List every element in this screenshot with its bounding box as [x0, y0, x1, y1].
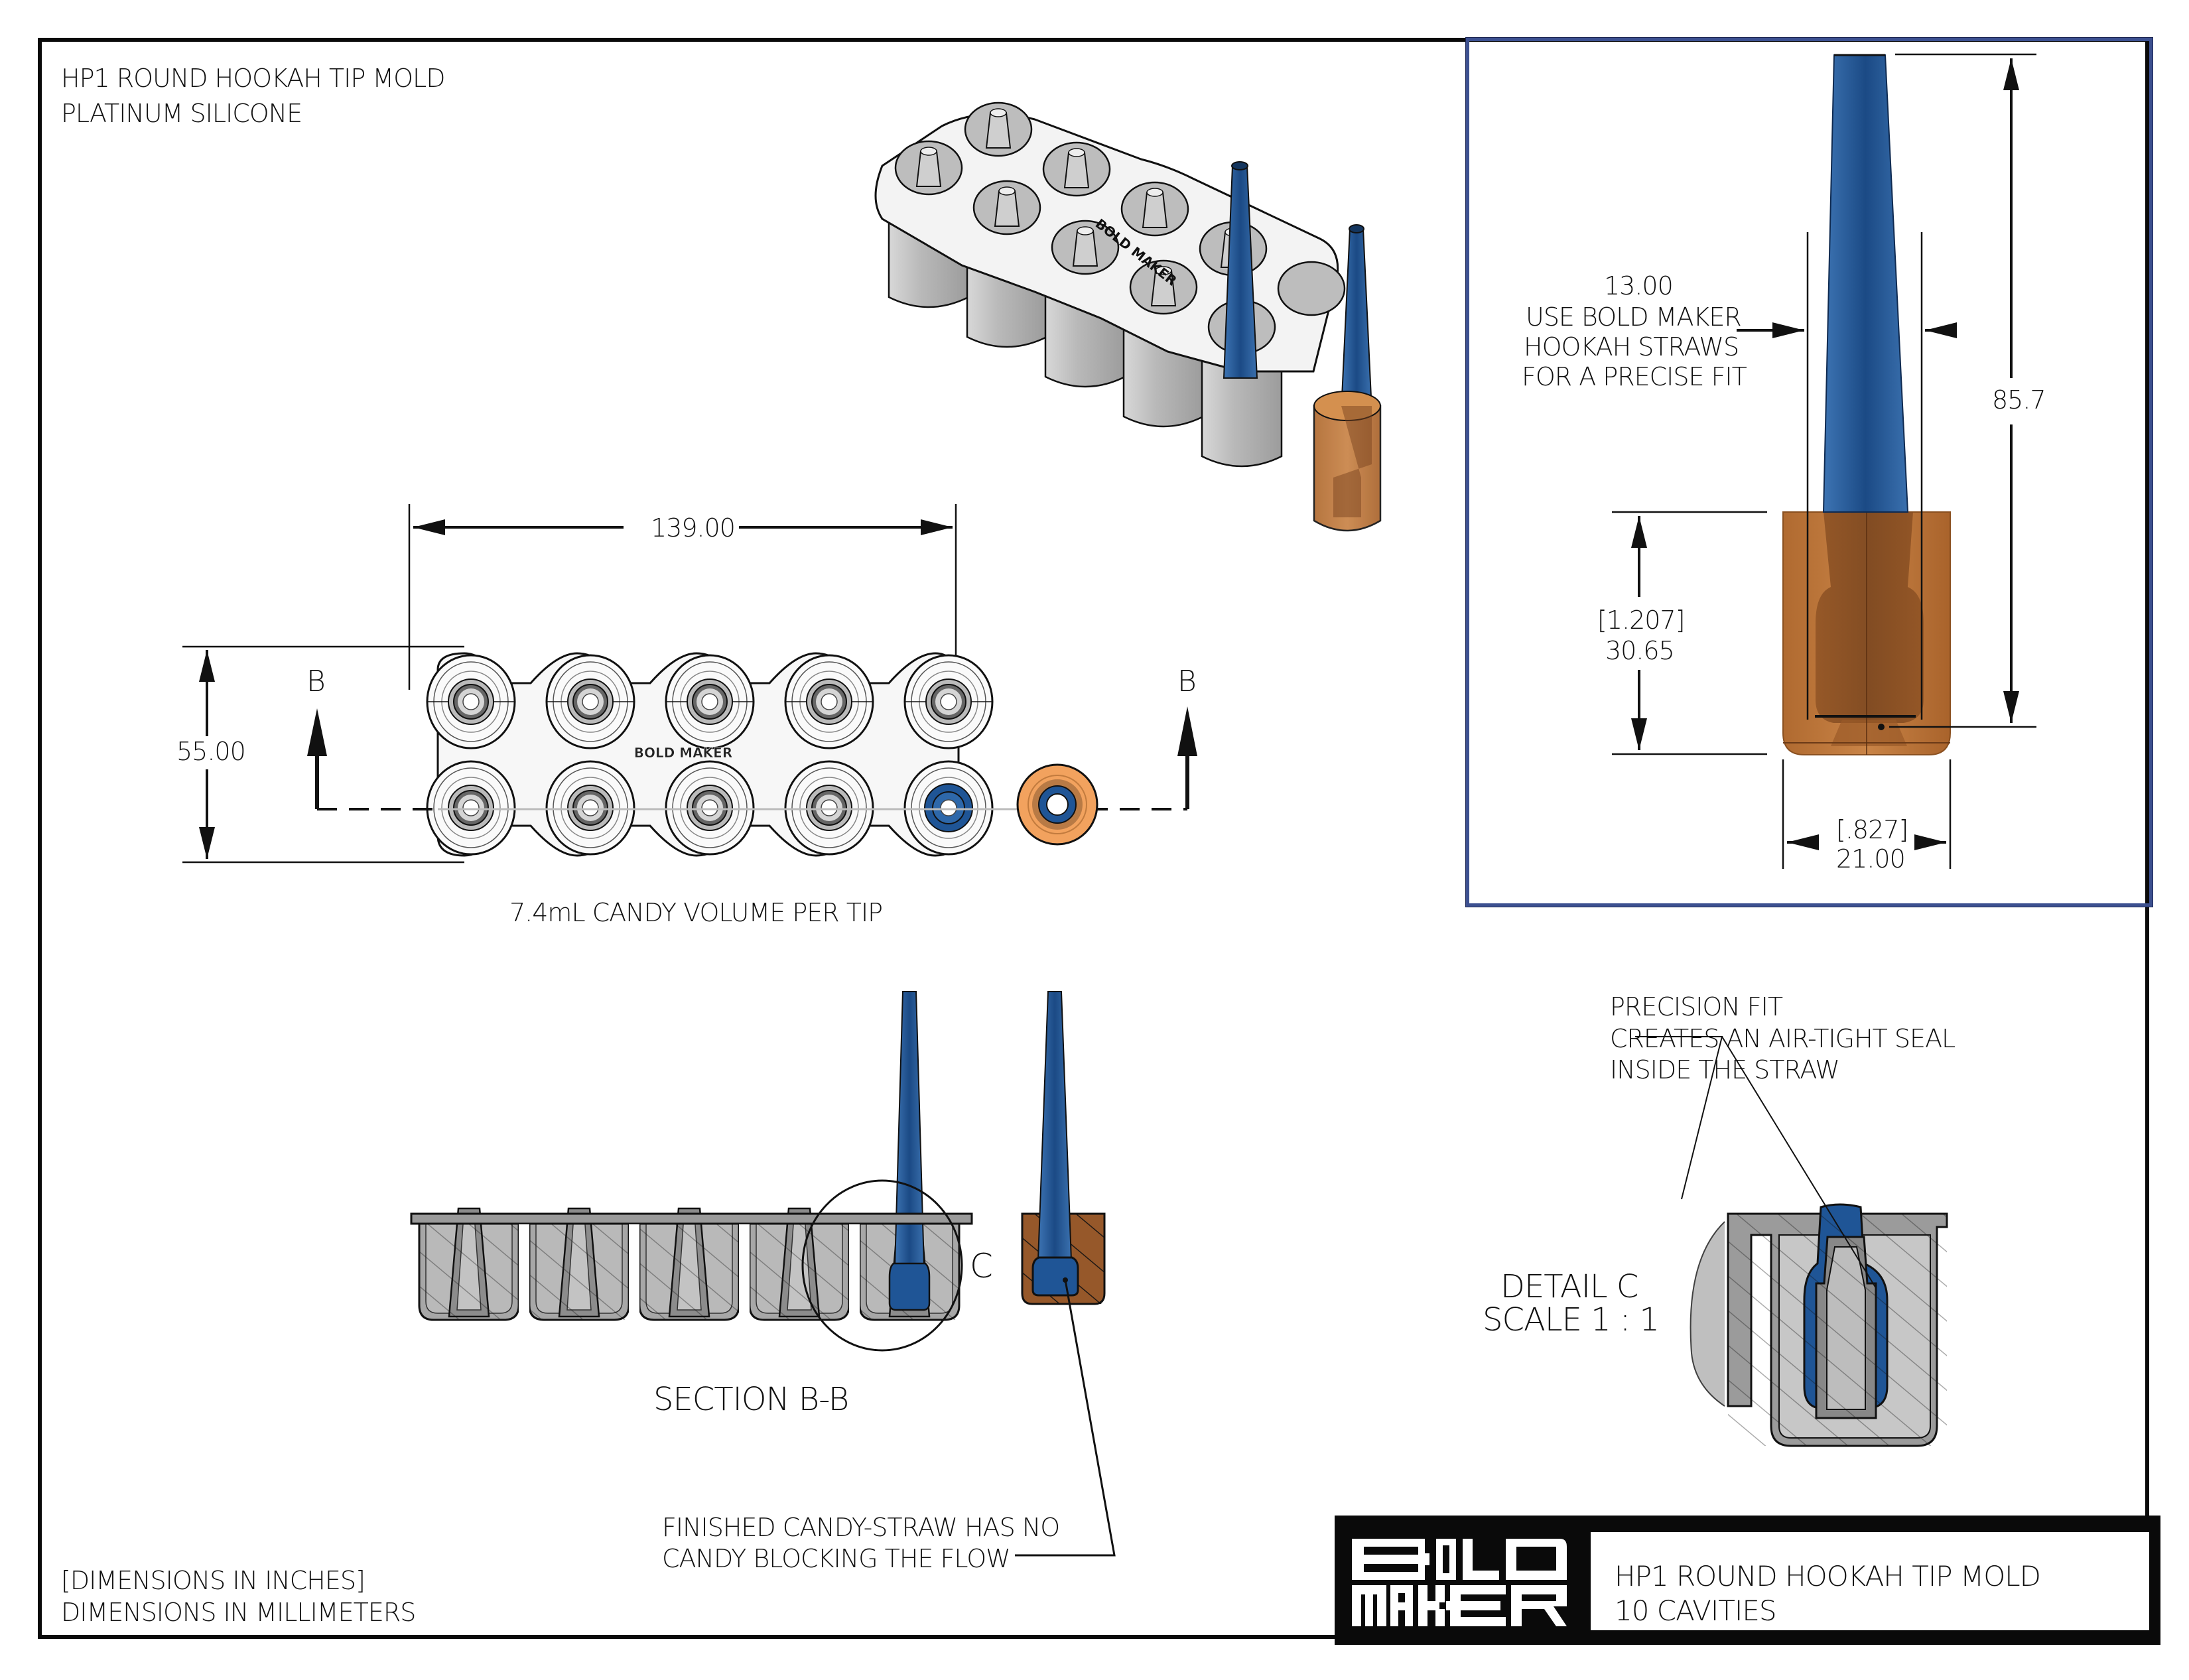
candy-volume-note: 7.4mL CANDY VOLUME PER TIP	[509, 898, 883, 927]
material-note: PLATINUM SILICONE	[61, 99, 302, 128]
tip-height-mm: 30.65	[1605, 635, 1675, 667]
plan-view: BOLD MAKER	[182, 504, 1197, 864]
section-label-left: B	[306, 665, 326, 698]
section-cavity	[858, 991, 961, 1321]
straw-detail-frame	[1465, 37, 2153, 907]
overall-length-dimension: 85.7	[1988, 385, 2050, 417]
plan-cavity	[665, 654, 755, 749]
iso-cavity	[1042, 141, 1111, 197]
title-block-subtitle: 10 CAVITIES	[1615, 1594, 1777, 1627]
tip-height-inches: [1.207]	[1597, 605, 1685, 637]
iso-cavity	[1277, 261, 1346, 316]
detail-c-callout-circle	[801, 1179, 963, 1352]
precision-note-line1: PRECISION FIT	[1610, 992, 1783, 1021]
bold-maker-logo	[1352, 1539, 1567, 1626]
straw-note-line3: FOR A PRECISE FIT	[1522, 362, 1747, 391]
iso-cavity	[1120, 181, 1189, 237]
title-block-title: HP1 ROUND HOOKAH TIP MOLD	[1615, 1560, 2041, 1592]
candy-straw-note-line1: FINISHED CANDY-STRAW HAS NO	[662, 1513, 1060, 1542]
title-block-text-area: HP1 ROUND HOOKAH TIP MOLD 10 CAVITIES	[1591, 1532, 2149, 1630]
isometric-view: BOLD MAKER	[874, 101, 1382, 532]
width-dimension: 139.00	[647, 513, 739, 545]
straw-note-line2: HOOKAH STRAWS	[1524, 332, 1739, 361]
plan-cavity	[545, 760, 635, 856]
section-arrow-right	[1177, 706, 1197, 756]
section-title: SECTION B-B	[653, 1381, 849, 1418]
section-gap	[849, 1224, 860, 1321]
straw-body	[1822, 54, 1909, 513]
units-note-mm: DIMENSIONS IN MILLIMETERS	[61, 1598, 416, 1627]
plan-cavity	[426, 760, 516, 856]
height-dimension: 55.00	[172, 736, 249, 768]
plan-cavity	[665, 760, 755, 856]
section-tray-flange	[410, 1212, 973, 1225]
straw-note-line1: USE BOLD MAKER	[1526, 302, 1742, 332]
detail-c-view	[1635, 1036, 1948, 1447]
iso-cavity	[964, 101, 1033, 157]
iso-cavity	[1051, 220, 1120, 275]
section-gap	[629, 1224, 639, 1321]
plan-cavity	[426, 654, 516, 749]
section-gap	[519, 1224, 529, 1321]
section-cavity	[418, 1207, 520, 1321]
drawing-title: HP1 ROUND HOOKAH TIP MOLD	[61, 64, 445, 93]
plan-cavity	[784, 760, 874, 856]
detail-callout-label: C	[970, 1247, 993, 1285]
detail-c-scale: SCALE 1 : 1	[1483, 1301, 1660, 1338]
plan-candy-tip-top	[1016, 763, 1098, 846]
iso-cavity	[972, 180, 1041, 235]
plan-cavity	[784, 654, 874, 749]
section-label-right: B	[1177, 665, 1197, 698]
iso-loose-straw	[1340, 228, 1373, 412]
section-cavity	[638, 1207, 740, 1321]
section-cavity	[748, 1207, 850, 1321]
iso-cavity	[894, 140, 963, 196]
candy-straw-note-line2: CANDY BLOCKING THE FLOW	[662, 1544, 1011, 1573]
section-b-b-view	[410, 991, 973, 1321]
iso-cavity	[1129, 259, 1198, 315]
section-cavity	[528, 1207, 630, 1321]
section-arrow-left	[307, 708, 327, 756]
straw-diameter-dimension: 13.00	[1604, 271, 1674, 300]
tip-diameter-inches: [.827]	[1836, 814, 1908, 846]
sheet-border	[38, 38, 2149, 1639]
plan-cavity	[903, 760, 994, 856]
tip-diameter-mm: 21.00	[1836, 844, 1906, 875]
detail-c-title: DETAIL C	[1500, 1268, 1638, 1305]
precision-note-line3: INSIDE THE STRAW	[1610, 1055, 1840, 1084]
section-candy-straw	[1015, 991, 1116, 1557]
precision-note-line2: CREATES AN AIR-TIGHT SEAL	[1610, 1024, 1956, 1053]
units-note-inches: [DIMENSIONS IN INCHES]	[61, 1566, 365, 1595]
straw-detail-view	[1612, 53, 2036, 869]
plan-cavity	[545, 654, 635, 749]
plan-cavity	[903, 654, 994, 749]
plan-brand-emboss: BOLD MAKER	[634, 745, 733, 761]
section-gap	[739, 1224, 750, 1321]
